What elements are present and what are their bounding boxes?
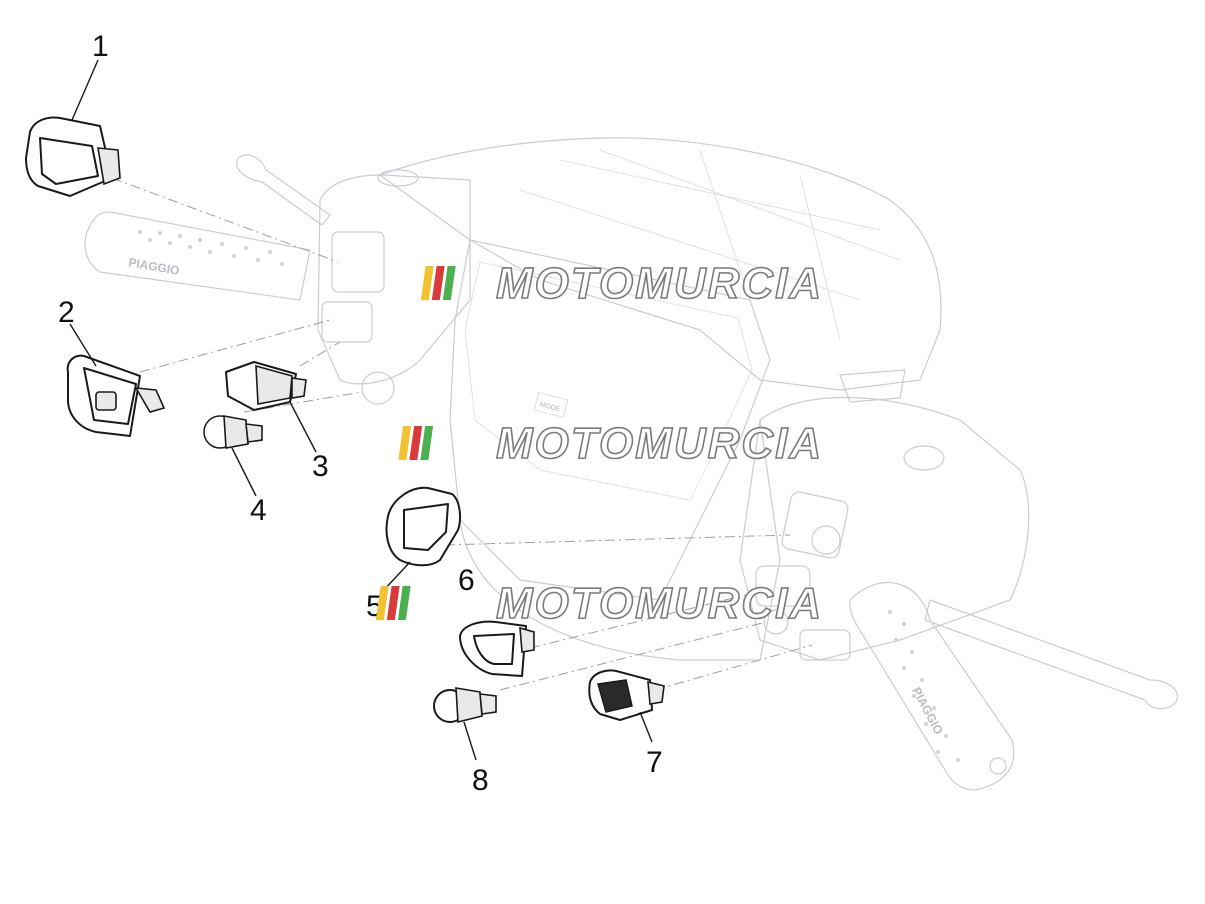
display-screen (464, 261, 753, 501)
right-lower-slot (763, 609, 789, 635)
guide-6 (529, 591, 759, 649)
right-brake-lever (924, 599, 1179, 710)
callout-2: 2 (58, 296, 75, 329)
left-grip-brand: PIAGGIO (127, 255, 180, 278)
part-6-bezel-trim[interactable] (459, 620, 535, 677)
watermark-stripe-green (442, 266, 456, 300)
leader-8 (463, 721, 477, 761)
part-2-bezel-switch[interactable] (66, 323, 166, 437)
watermark-stripe-yellow (398, 426, 412, 460)
left-switch-housing (317, 174, 471, 385)
watermark-stripe-yellow (375, 586, 389, 620)
guide-5 (444, 534, 791, 546)
watermark-stripe-red (431, 266, 445, 300)
right-start-slot (811, 525, 841, 555)
right-grip-texture (888, 610, 960, 762)
left-grip (84, 211, 311, 301)
right-switch-slot-lower (799, 629, 851, 661)
watermark-stripe-red (409, 426, 423, 460)
callout-7: 7 (646, 746, 663, 779)
leader-2 (69, 323, 97, 367)
top-shroud-facets (519, 149, 901, 341)
part-4-round-button[interactable] (203, 415, 263, 497)
part-5-large-rocker[interactable] (381, 486, 461, 593)
watermark-stripe-green (420, 426, 434, 460)
assembly-guides (111, 177, 813, 691)
front-light-lens (839, 369, 906, 403)
left-grip-texture (138, 230, 284, 266)
part-1-rocker-switch[interactable] (25, 59, 121, 197)
guide-8 (499, 621, 767, 691)
watermark-top: MOTOMURCIA (420, 258, 823, 309)
callout-8: 8 (472, 764, 489, 797)
watermark-middle: MOTOMURCIA (398, 418, 823, 469)
guide-7 (654, 644, 813, 691)
part-7-switch[interactable] (588, 669, 665, 743)
guide-3 (299, 341, 341, 367)
right-switch-slot-upper (781, 491, 849, 559)
right-grip-brand: PIAGGIO (909, 685, 945, 737)
top-shroud (378, 137, 942, 391)
right-housing-port (903, 445, 945, 471)
leader-4 (231, 447, 257, 497)
right-grip (849, 582, 1015, 791)
callout-1: 1 (92, 30, 109, 63)
callout-3: 3 (312, 450, 329, 483)
leader-1 (71, 59, 99, 121)
part-8-round-button[interactable] (433, 687, 497, 761)
watermark-stripe-green (397, 586, 411, 620)
watermark-stripe-yellow (420, 266, 434, 300)
callout-4: 4 (250, 494, 267, 527)
leader-7 (639, 711, 653, 743)
guide-2 (139, 319, 331, 373)
part-3-small-switch[interactable] (225, 361, 317, 453)
right-switch-housing (739, 397, 1030, 661)
mirror-mount (377, 169, 419, 187)
lower-body (459, 419, 781, 661)
watermark-text: MOTOMURCIA (496, 579, 823, 628)
mode-button-label: MODE (539, 401, 561, 413)
left-switch-slot-upper (331, 231, 385, 293)
right-switch-slot-mid (755, 565, 811, 607)
callout-6: 6 (458, 564, 475, 597)
left-horn-slot (361, 371, 395, 405)
watermark-text: MOTOMURCIA (496, 259, 823, 308)
left-brake-lever (236, 154, 331, 226)
right-bar-end (989, 757, 1007, 775)
mode-button (533, 392, 569, 418)
guide-1 (111, 177, 339, 263)
watermark-stripe-red (386, 586, 400, 620)
watermark-text: MOTOMURCIA (496, 419, 823, 468)
callout-labels: 1 2 3 4 5 6 7 8 (58, 30, 663, 797)
watermark-bottom: MOTOMURCIA (375, 578, 823, 629)
left-switch-slot-mid (321, 301, 373, 343)
leader-3 (289, 401, 317, 453)
display-outer-frame (449, 239, 771, 601)
